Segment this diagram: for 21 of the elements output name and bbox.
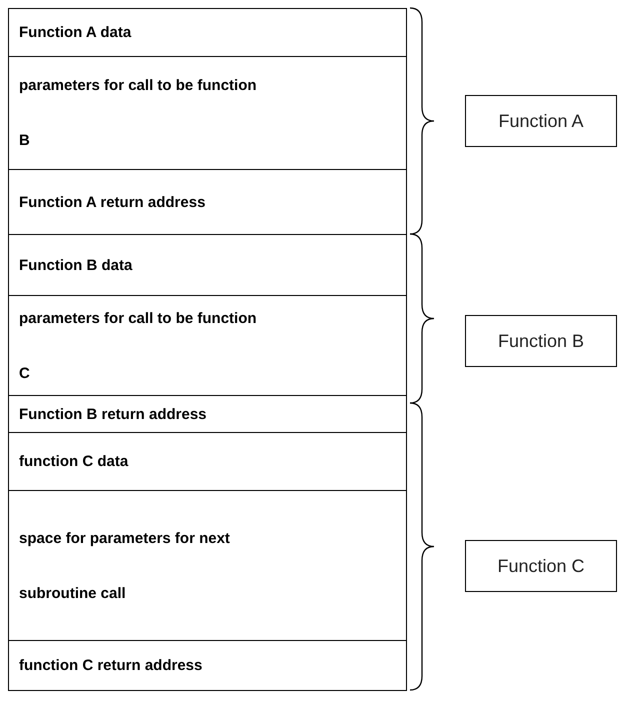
stack-cell bbox=[8, 169, 407, 235]
stack-cell bbox=[8, 432, 407, 491]
stack-cell bbox=[8, 56, 407, 170]
cell-text: Function A data bbox=[19, 23, 132, 43]
stack-cell bbox=[8, 8, 407, 57]
stack-cell bbox=[8, 490, 407, 641]
label-box: Function A bbox=[465, 95, 617, 147]
stack-cell bbox=[8, 640, 407, 691]
stack-cell bbox=[8, 234, 407, 296]
label-box: Function C bbox=[465, 540, 617, 592]
label-box: Function B bbox=[465, 315, 617, 367]
cell-text: space for parameters for next subroutine call bbox=[19, 528, 231, 604]
cell-text: function C return address bbox=[19, 656, 202, 676]
stack-cell bbox=[8, 295, 407, 396]
cell-text: Function A return address bbox=[19, 192, 206, 212]
cell-text: Function B data bbox=[19, 256, 132, 276]
stack-cell bbox=[8, 395, 407, 433]
cell-text: parameters for call to be function C bbox=[19, 308, 257, 384]
cell-text: parameters for call to be function B bbox=[19, 76, 257, 151]
cell-text: Function B return address bbox=[19, 404, 207, 424]
cell-text: function C data bbox=[19, 452, 128, 472]
